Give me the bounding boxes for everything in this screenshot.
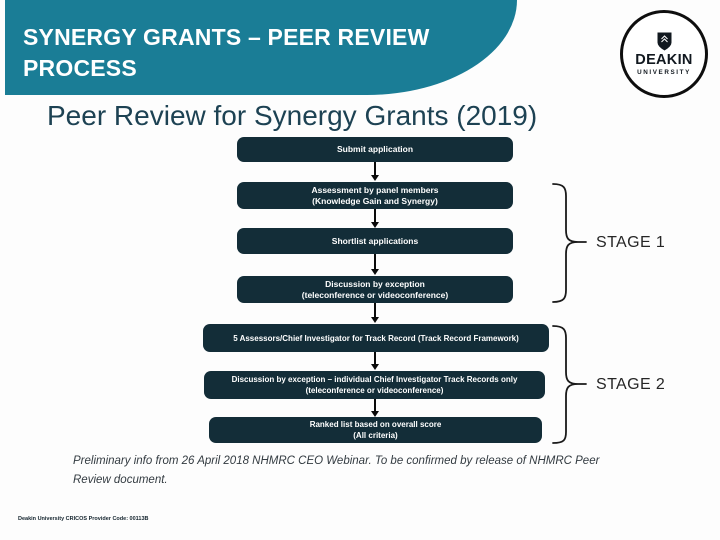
- stage2-brace-icon: [552, 325, 587, 444]
- flow-arrow-icon: [371, 209, 379, 228]
- flow-box-text: Submit application: [336, 144, 414, 154]
- flow-box-text: Discussion by exception – individual Chi…: [231, 375, 518, 384]
- flow-box-text: Shortlist applications: [331, 235, 419, 246]
- flow-box-text: Discussion by exception: [325, 278, 425, 289]
- flow-arrow-icon: [371, 162, 379, 181]
- flow-box-shortlist: Shortlist applications: [237, 228, 513, 254]
- stage1-brace-icon: [552, 183, 587, 303]
- flow-box-text: Assessment by panel members: [311, 184, 439, 195]
- stage1-label: STAGE 1: [596, 234, 666, 251]
- flow-box-assessment-panel: Assessment by panel members (Knowledge G…: [237, 182, 513, 209]
- flow-arrow-icon: [371, 303, 379, 323]
- slide-title: Peer Review for Synergy Grants (2019): [47, 100, 538, 131]
- flow-box-text: 5 Assessors/Chief Investigator for Track…: [233, 333, 519, 343]
- flow-box-submit-application: Submit application: [237, 137, 513, 162]
- preliminary-note-line1: Preliminary info from 26 April 2018 NHMR…: [73, 455, 600, 467]
- flow-arrow-icon: [371, 399, 379, 417]
- preliminary-note: Preliminary info from 26 April 2018 NHMR…: [73, 452, 599, 489]
- flow-box-text: (All criteria): [353, 431, 398, 440]
- flow-arrow-icon: [371, 254, 379, 275]
- flow-box-text: Ranked list based on overall score: [309, 420, 442, 429]
- logo-subtitle: UNIVERSITY: [637, 69, 691, 77]
- page-title-line2: PROCESS: [23, 55, 137, 81]
- deakin-logo: DEAKIN UNIVERSITY: [620, 10, 708, 98]
- shield-icon: [657, 32, 671, 51]
- page-title: SYNERGY GRANTS – PEER REVIEW PROCESS: [23, 22, 429, 84]
- flow-box-text: (teleconference or videoconference): [301, 289, 449, 300]
- preliminary-note-line2: Review document.: [73, 473, 168, 486]
- flow-box-discussion-track-records: Discussion by exception – individual Chi…: [204, 371, 545, 399]
- flow-box-text: (teleconference or videoconference): [305, 386, 444, 395]
- page-title-line1: SYNERGY GRANTS – PEER REVIEW: [23, 24, 430, 50]
- stage2-label: STAGE 2: [596, 376, 666, 393]
- flow-box-assessors-track-record: 5 Assessors/Chief Investigator for Track…: [203, 324, 549, 352]
- flow-box-discussion-exception: Discussion by exception (teleconference …: [237, 276, 513, 303]
- flow-box-ranked-list: Ranked list based on overall score (All …: [209, 417, 542, 443]
- flow-arrow-icon: [371, 352, 379, 370]
- header-banner: [5, 0, 517, 95]
- flow-box-text: (Knowledge Gain and Synergy): [312, 195, 438, 206]
- cricos-footer: Deakin University CRICOS Provider Code: …: [18, 516, 149, 522]
- logo-wordmark: DEAKIN: [635, 51, 693, 68]
